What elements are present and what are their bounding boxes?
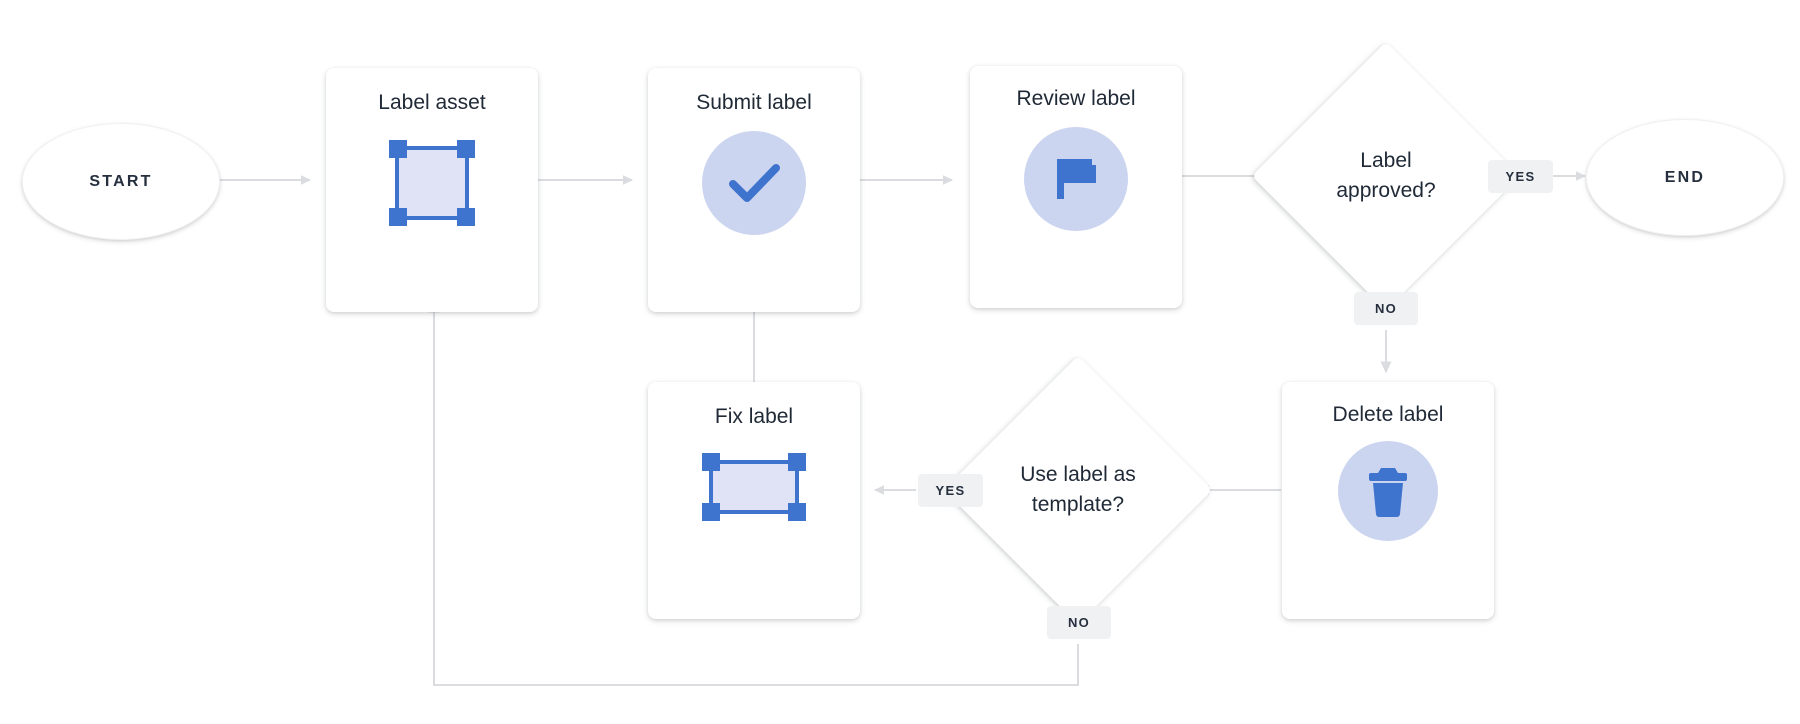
node-use-template-label: Use label as template? (1020, 462, 1136, 516)
node-delete-label-label: Delete label (1332, 403, 1444, 426)
check-circle-icon (702, 131, 806, 235)
node-start-label: START (89, 172, 153, 190)
edge-label-approved-no-text: NO (1374, 301, 1398, 316)
node-review-label[interactable]: Review label (970, 66, 1182, 308)
trash-circle-icon (1338, 441, 1438, 541)
node-use-template[interactable]: Use label as template? (943, 355, 1213, 625)
edge-label-template-no-text: NO (1067, 615, 1091, 630)
node-label-asset[interactable]: Label asset (326, 68, 538, 312)
edge-label-template-no: NO (1047, 606, 1111, 639)
edge-label-template-yes-text: YES (935, 483, 966, 498)
node-fix-label[interactable]: Fix label (648, 382, 860, 619)
edge-label-approved-no: NO (1354, 292, 1418, 325)
node-submit-label[interactable]: Submit label (648, 68, 860, 312)
node-start[interactable]: START (22, 123, 220, 240)
node-end[interactable]: END (1586, 119, 1784, 236)
node-submit-label-label: Submit label (696, 91, 812, 114)
node-delete-label[interactable]: Delete label (1282, 382, 1494, 619)
node-label-asset-label: Label asset (378, 91, 486, 114)
node-end-label: END (1664, 168, 1706, 186)
edge-label-approved-yes-text: YES (1505, 169, 1536, 184)
node-review-label-label: Review label (1016, 87, 1136, 110)
flag-circle-icon (1024, 127, 1128, 231)
edge-template-no-to-label-asset (428, 300, 1079, 686)
edge-label-approved-yes: YES (1488, 160, 1553, 193)
node-label-approved-label: Label approved? (1336, 148, 1436, 202)
bounding-box-square-icon (384, 135, 480, 231)
node-fix-label-label: Fix label (714, 405, 794, 428)
node-label-approved[interactable]: Label approved? (1251, 41, 1521, 311)
edge-label-template-yes: YES (918, 474, 983, 507)
bounding-box-wide-icon (699, 451, 809, 523)
